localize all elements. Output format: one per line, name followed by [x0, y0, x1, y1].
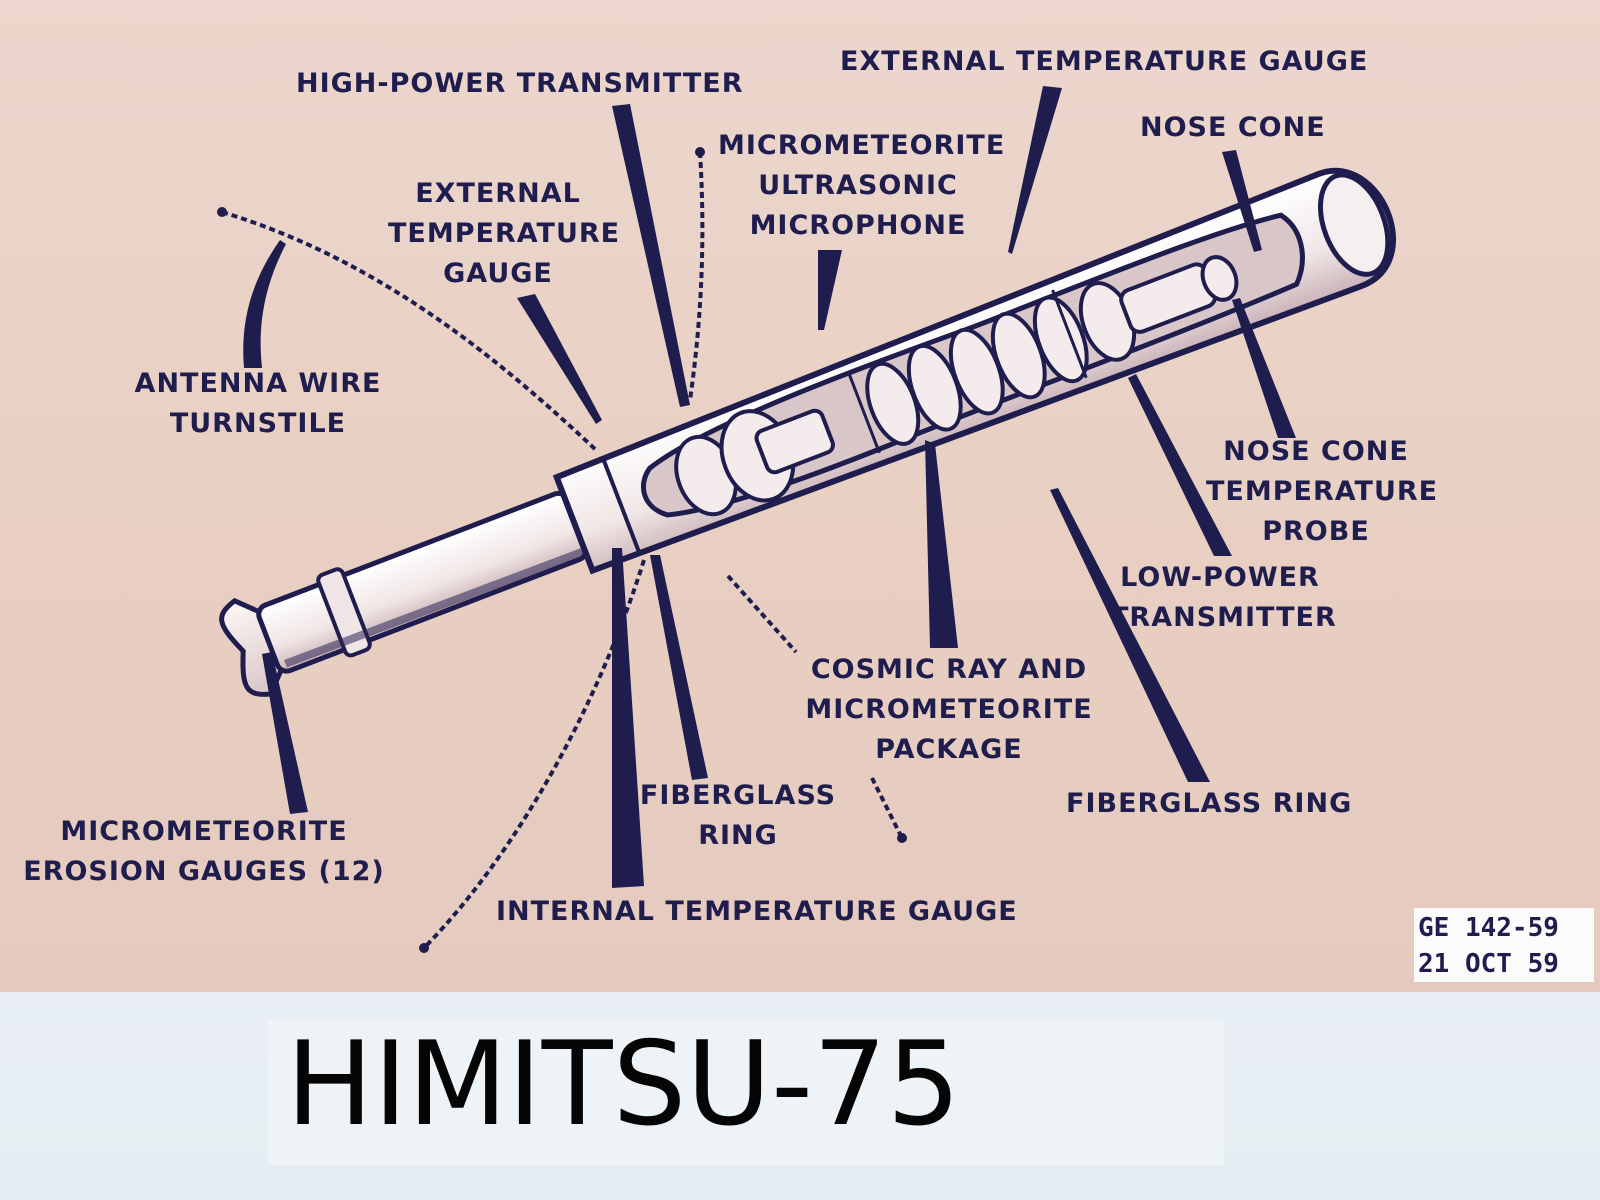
label-fiberglass-ring-right: FIBERGLASS RING — [1066, 788, 1353, 819]
label-fiberglass-ring-left: FIBERGLASS RING — [639, 780, 837, 851]
satellite-cutaway-drawing — [217, 86, 1396, 953]
label-external-temperature-gauge-left: EXTERNAL TEMPERATURE GAUGE — [388, 178, 621, 289]
satellite-body — [219, 168, 1396, 697]
caption-box — [268, 1020, 1224, 1165]
label-nose-cone: NOSE CONE — [1140, 112, 1326, 143]
diagram-poster: HIGH-POWER TRANSMITTER EXTERNAL TEMPERAT… — [0, 0, 1600, 992]
label-external-temperature-gauge-top: EXTERNAL TEMPERATURE GAUGE — [840, 46, 1369, 77]
catalog-stamp: GE 142-59 21 OCT 59 — [1414, 908, 1594, 982]
stamp-code: GE 142-59 — [1418, 913, 1559, 943]
label-micrometeorite-erosion-gauges: MICROMETEORITE EROSION GAUGES (12) — [23, 816, 385, 887]
label-high-power-transmitter: HIGH-POWER TRANSMITTER — [296, 68, 744, 99]
stamp-date: 21 OCT 59 — [1418, 949, 1559, 979]
label-internal-temperature-gauge: INTERNAL TEMPERATURE GAUGE — [496, 896, 1018, 927]
label-nose-cone-temperature-probe: NOSE CONE TEMPERATURE PROBE — [1206, 436, 1439, 547]
dashed-wires — [221, 151, 904, 950]
label-cosmic-ray-package: COSMIC RAY AND MICROMETEORITE PACKAGE — [805, 654, 1093, 765]
label-micrometeorite-microphone: MICROMETEORITE ULTRASONIC MICROPHONE — [718, 130, 1006, 241]
caption-title: HIMITSU-75 — [286, 1017, 961, 1152]
label-antenna-wire-turnstile: ANTENNA WIRE TURNSTILE — [134, 368, 382, 439]
rear-tube — [256, 490, 589, 674]
label-low-power-transmitter: LOW-POWER TRANSMITTER — [1110, 562, 1337, 633]
leader-lines — [243, 86, 1296, 888]
